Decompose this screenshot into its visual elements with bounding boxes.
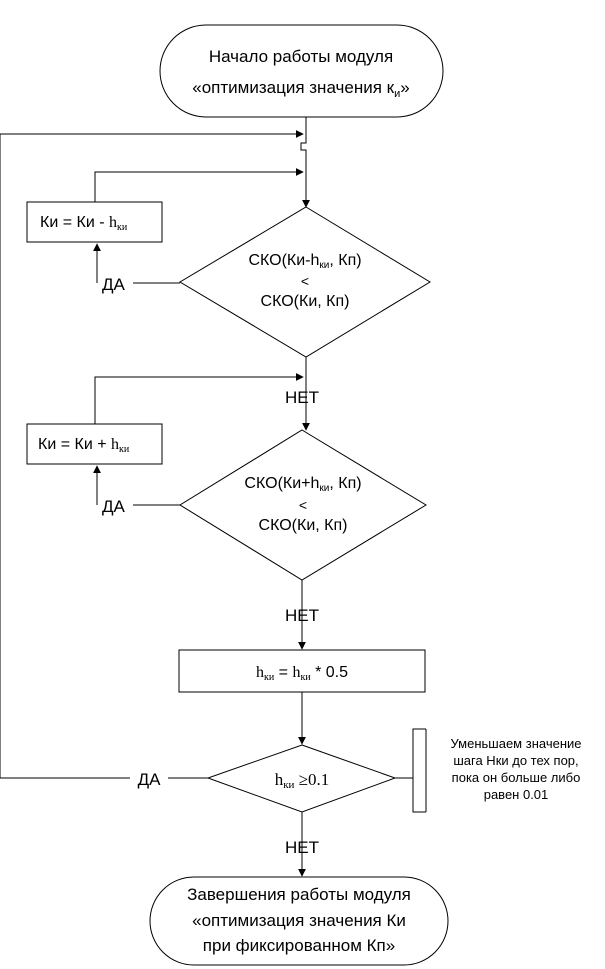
box-step-text: hки = hки * 0.5: [256, 664, 348, 683]
label-no1: НЕТ: [285, 388, 319, 407]
connector-box1-up: [94, 168, 304, 202]
box-increment-text: Ки = Ки + hки: [38, 436, 130, 455]
loop-back-line: [0, 130, 304, 779]
note-line4: равен 0.01: [484, 787, 549, 802]
decision1-line1: СКО(Ки-hки, Кп): [248, 252, 361, 271]
label-yes1: ДА: [102, 275, 126, 294]
label-yes3: ДА: [138, 770, 162, 789]
end-line1: Завершения работы модуля: [187, 885, 411, 904]
label-no3: НЕТ: [285, 838, 319, 857]
decision2-line3: СКО(Ки, Кп): [259, 517, 348, 534]
note-line3: пока он больше либо: [452, 770, 581, 785]
end-terminator: [149, 876, 449, 966]
start-terminator: [159, 24, 444, 118]
start-line1: Начало работы модуля: [209, 47, 393, 66]
decision3-text: hки ≥0.1: [275, 770, 330, 791]
decision2-line1: СКО(Ки+hки, Кп): [244, 475, 361, 494]
start-line2: «оптимизация значения ки»: [192, 78, 409, 100]
decision2-op: <: [299, 497, 307, 513]
connector-box2-up: [94, 373, 304, 424]
connector-start-down: [300, 117, 310, 208]
box-decrement-text: Ки = Ки - hки: [40, 214, 128, 233]
end-line2: «оптимизация значения Ки: [192, 911, 406, 930]
note-line2: шага Нки до тех пор,: [453, 753, 578, 768]
annotation-connector: [395, 728, 426, 813]
end-line3: при фиксированном Кп»: [203, 936, 395, 955]
label-yes2: ДА: [102, 497, 126, 516]
box-step-halve: [178, 649, 426, 693]
label-no2: НЕТ: [285, 606, 319, 625]
decision1-line3: СКО(Ки, Кп): [261, 293, 350, 310]
decision1-op: <: [301, 273, 309, 289]
note-line1: Уменьшаем значение: [451, 736, 582, 751]
